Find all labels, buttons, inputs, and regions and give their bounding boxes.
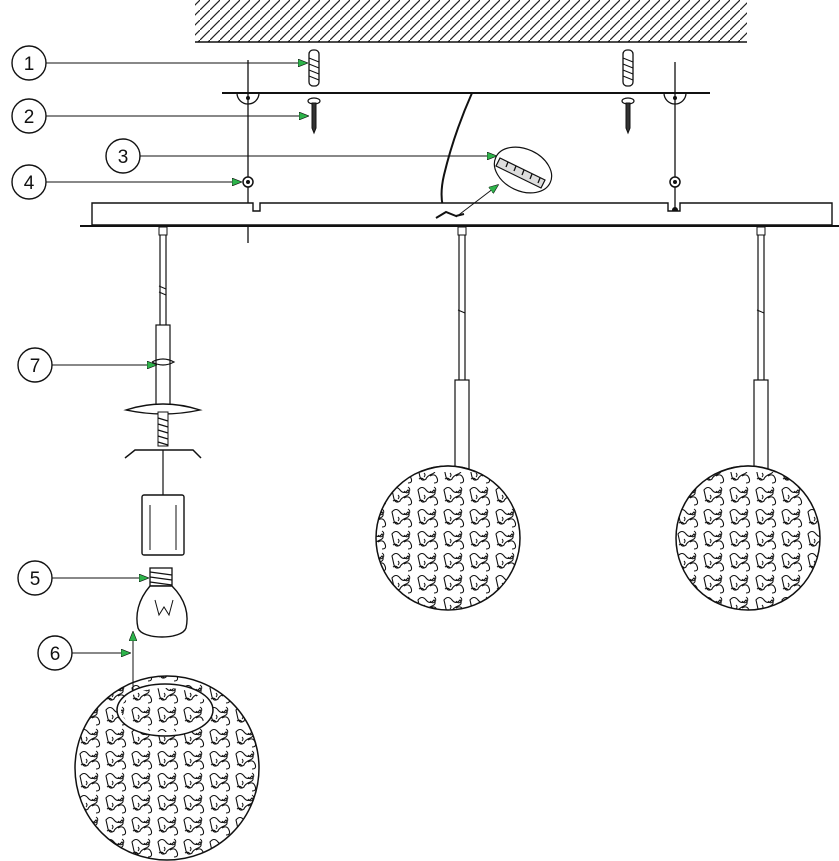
callout-4: 4 xyxy=(11,164,241,200)
callout-3: 3 xyxy=(105,138,496,174)
callout-7-number: 7 xyxy=(30,356,41,377)
shade-right xyxy=(675,465,821,611)
suspension-right xyxy=(753,226,769,471)
shade-middle xyxy=(375,465,521,611)
callout-2: 2 xyxy=(11,98,308,134)
wall-plug-right xyxy=(622,49,634,87)
callout-6: 6 xyxy=(37,635,130,671)
canopy xyxy=(80,202,839,227)
suspension-left xyxy=(123,226,203,556)
callout-4-number: 4 xyxy=(24,173,35,194)
mounting-plate xyxy=(222,92,710,105)
suspension-middle xyxy=(454,226,470,471)
callout-5-number: 5 xyxy=(30,569,41,590)
screw-left xyxy=(307,97,321,135)
screw-right xyxy=(621,97,635,135)
fixing-nut-right xyxy=(669,176,681,213)
callout-1: 1 xyxy=(11,45,307,81)
callout-6-number: 6 xyxy=(50,644,61,665)
wall-plug-left xyxy=(308,49,320,87)
supply-cable xyxy=(440,92,473,216)
shade-loose xyxy=(74,632,260,861)
light-bulb xyxy=(136,567,188,638)
callout-1-number: 1 xyxy=(24,54,35,75)
callout-7: 7 xyxy=(17,347,156,383)
callout-3-number: 3 xyxy=(118,147,129,168)
terminal-block-detail xyxy=(455,146,553,218)
ceiling xyxy=(195,0,747,43)
callout-5: 5 xyxy=(17,560,148,596)
callout-2-number: 2 xyxy=(24,107,35,128)
